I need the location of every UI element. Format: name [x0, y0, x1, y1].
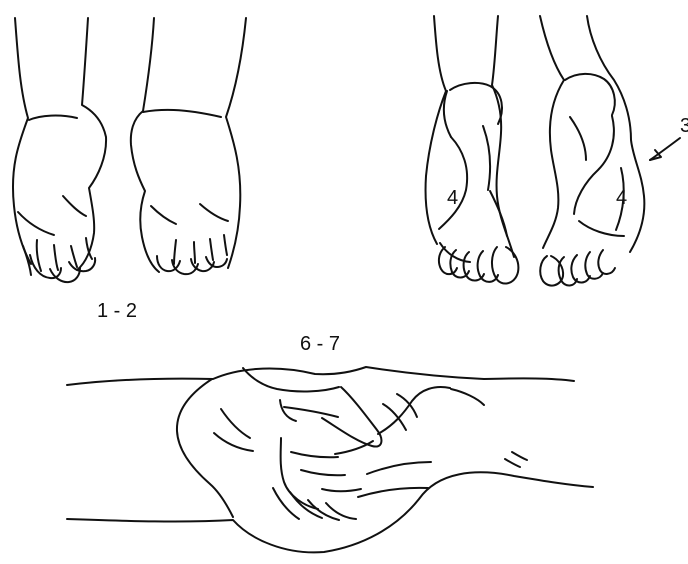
right-sole [540, 16, 644, 286]
left-sole [425, 16, 518, 284]
left-sole-label: 4 [447, 188, 458, 208]
right-sole-label: 4 [616, 188, 627, 208]
feet-front-label: 1 - 2 [97, 301, 137, 321]
left-foot-front [13, 18, 106, 282]
feet-sole-view [425, 16, 680, 286]
feet-front-view [13, 18, 246, 282]
hand-grip-label: 6 - 7 [300, 334, 340, 354]
arrow-callout-label: 3 [680, 116, 688, 136]
hand-grip-illustration [67, 367, 593, 552]
right-foot-front [131, 18, 246, 274]
arrow-callout [650, 138, 680, 160]
